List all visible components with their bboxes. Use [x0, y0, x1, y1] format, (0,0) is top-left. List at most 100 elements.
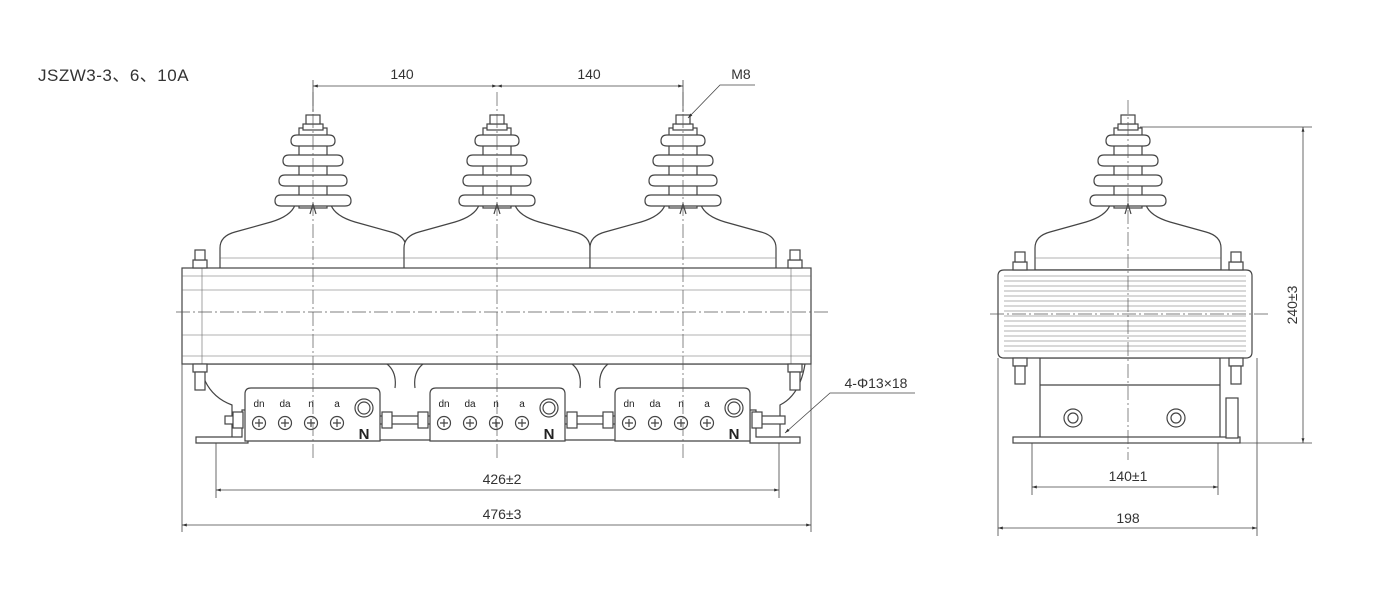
terminal-screw-icon — [647, 415, 663, 431]
neutral-stud-inner — [542, 401, 556, 415]
bolt — [789, 371, 801, 391]
screw-head — [462, 415, 478, 431]
screw-slot — [677, 419, 685, 427]
nut — [787, 259, 803, 269]
terminal-screw-icon — [436, 415, 452, 431]
dim-spacing-left: 140 — [390, 66, 414, 82]
dim-width-side: 198 — [1116, 510, 1140, 526]
side-top-bolt — [1228, 251, 1244, 271]
top-bolt-1 — [787, 249, 803, 269]
terminal-screw-icon — [303, 415, 319, 431]
rod-nut — [566, 411, 578, 429]
rod-nut — [232, 411, 244, 429]
bolt — [1230, 251, 1242, 263]
terminal-block — [614, 387, 751, 442]
extension-line — [181, 364, 812, 532]
terminal-screw-icon — [462, 415, 478, 431]
nut — [787, 363, 803, 373]
nut — [1228, 357, 1244, 367]
neutral-stud-inner — [727, 401, 741, 415]
terminal-label-da: da — [464, 399, 476, 410]
dim-overall-front: 476±3 — [483, 506, 522, 522]
bolt — [194, 371, 206, 391]
screw-head — [303, 415, 319, 431]
side-stud-inner — [1067, 412, 1079, 424]
screw-slot — [625, 419, 633, 427]
terminal-block — [244, 387, 381, 442]
terminal-label-n: n — [678, 399, 684, 410]
insulator-1 — [219, 114, 407, 271]
side-top-bolt — [1012, 251, 1028, 271]
insulator-shed — [644, 194, 722, 207]
side-stud-inner — [1170, 412, 1182, 424]
screw-slot — [466, 419, 474, 427]
screw-head — [673, 415, 689, 431]
dim-height-side: 240±3 — [1284, 285, 1300, 324]
screw-head — [436, 415, 452, 431]
nut — [1012, 357, 1028, 367]
terminal-screw-icon — [621, 415, 637, 431]
neutral-stud-icon — [539, 398, 559, 418]
screw-head — [488, 415, 504, 431]
bolt — [1014, 251, 1026, 263]
rod-nut — [602, 411, 614, 429]
nut — [192, 259, 208, 269]
terminal-box-2 — [417, 387, 578, 442]
core-bar — [181, 267, 812, 365]
screw-slot — [492, 419, 500, 427]
terminal-screw-icon — [488, 415, 504, 431]
terminal-screw-icon — [277, 415, 293, 431]
leader-m8 — [687, 84, 755, 119]
side-bottom-bolt — [1228, 357, 1244, 385]
top-bolt-0 — [192, 249, 208, 269]
terminal-label-n: n — [493, 399, 499, 410]
neutral-label: N — [544, 426, 555, 443]
dim-spacing-right: 140 — [577, 66, 601, 82]
bolt — [1230, 365, 1242, 385]
mount-hole-label: 4-Φ13×18 — [845, 375, 908, 391]
insulator-shed — [274, 194, 352, 207]
nut — [1228, 261, 1244, 271]
terminal-label-a: a — [519, 399, 525, 410]
side-stud-icon — [1063, 408, 1083, 428]
terminal-label-n: n — [308, 399, 314, 410]
rod-nut — [417, 411, 429, 429]
screw-head — [329, 415, 345, 431]
neutral-stud-icon — [354, 398, 374, 418]
screw-head — [699, 415, 715, 431]
neutral-label: N — [729, 426, 740, 443]
rod-nut — [381, 411, 393, 429]
bottom-bolt-1 — [787, 363, 803, 391]
extension-line — [997, 126, 1312, 536]
side-lower-box — [1039, 357, 1221, 439]
core-edge — [201, 268, 792, 364]
side-terminal — [1225, 397, 1239, 439]
side-base-plate — [1012, 436, 1241, 444]
rod-nut — [751, 411, 763, 429]
bolt — [1014, 365, 1026, 385]
screw-slot — [255, 419, 263, 427]
screw-slot — [651, 419, 659, 427]
neutral-stud-icon — [724, 398, 744, 418]
screw-slot — [703, 419, 711, 427]
screw-slot — [518, 419, 526, 427]
insulator-shed — [1093, 174, 1163, 187]
terminal-box-3 — [602, 387, 763, 442]
polarity-arrow-icon — [1124, 201, 1132, 215]
side-view — [990, 100, 1312, 536]
front-view — [176, 80, 915, 532]
screw-head — [514, 415, 530, 431]
drawing-title: JSZW3-3、6、10A — [38, 66, 190, 85]
bolt — [194, 249, 206, 261]
terminal-screw-icon — [673, 415, 689, 431]
side-stud-icon — [1166, 408, 1186, 428]
terminal-label-a: a — [334, 399, 340, 410]
terminal-label-da: da — [279, 399, 291, 410]
screw-slot — [440, 419, 448, 427]
side-bottom-bolt — [1012, 357, 1028, 385]
nut — [1012, 261, 1028, 271]
screw-head — [621, 415, 637, 431]
dim-mount-front: 426±2 — [483, 471, 522, 487]
terminal-label-a: a — [704, 399, 710, 410]
bolt-size-label: M8 — [731, 66, 751, 82]
